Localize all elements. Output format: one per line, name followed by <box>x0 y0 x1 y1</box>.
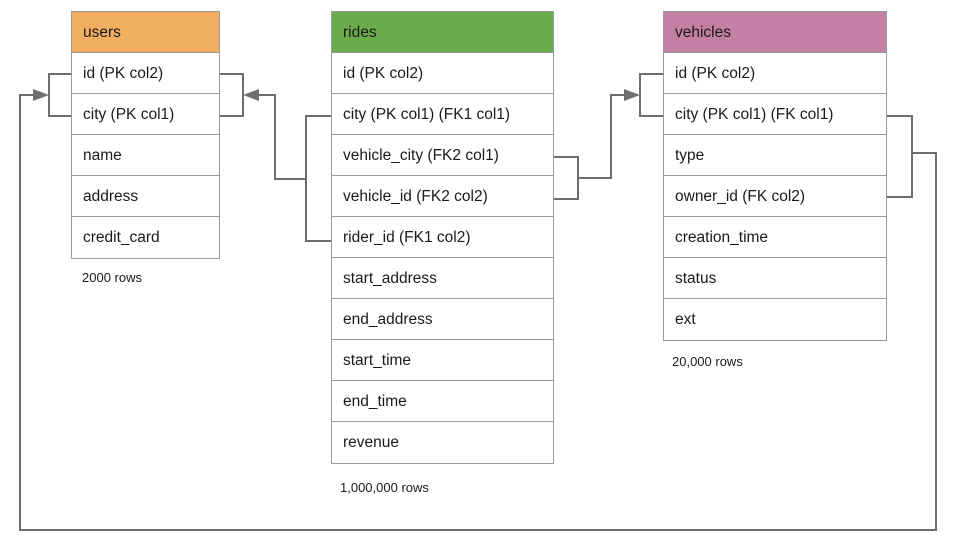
table-vehicles[interactable]: vehicles id (PK col2) city (PK col1) (FK… <box>663 11 887 341</box>
table-users-column-address: address <box>72 176 219 217</box>
table-users-row-count: 2000 rows <box>82 270 142 285</box>
table-vehicles-column-owner-id: owner_id (FK col2) <box>664 176 886 217</box>
table-rides-title: rides <box>332 12 553 53</box>
table-rides-column-start-time: start_time <box>332 340 553 381</box>
table-rides-column-vehicle-city: vehicle_city (FK2 col1) <box>332 135 553 176</box>
table-vehicles-column-type: type <box>664 135 886 176</box>
table-vehicles-title: vehicles <box>664 12 886 53</box>
table-users[interactable]: users id (PK col2) city (PK col1) name a… <box>71 11 220 259</box>
table-vehicles-column-creation-time: creation_time <box>664 217 886 258</box>
table-users-title: users <box>72 12 219 53</box>
table-rides-column-start-address: start_address <box>332 258 553 299</box>
table-rides-column-vehicle-id: vehicle_id (FK2 col2) <box>332 176 553 217</box>
table-vehicles-column-id: id (PK col2) <box>664 53 886 94</box>
table-users-column-name: name <box>72 135 219 176</box>
table-rides[interactable]: rides id (PK col2) city (PK col1) (FK1 c… <box>331 11 554 464</box>
table-vehicles-column-city: city (PK col1) (FK col1) <box>664 94 886 135</box>
table-rides-column-end-address: end_address <box>332 299 553 340</box>
users-left-bracket <box>48 73 71 117</box>
table-rides-column-rider-id: rider_id (FK1 col2) <box>332 217 553 258</box>
table-users-column-id: id (PK col2) <box>72 53 219 94</box>
rides-fk2-bracket <box>554 156 579 200</box>
table-vehicles-row-count: 20,000 rows <box>672 354 743 369</box>
table-rides-column-id: id (PK col2) <box>332 53 553 94</box>
table-users-column-city: city (PK col1) <box>72 94 219 135</box>
rides-fk1-to-users-link <box>250 94 306 180</box>
vehicles-fk-bracket <box>887 115 913 198</box>
table-rides-column-end-time: end_time <box>332 381 553 422</box>
table-rides-column-city: city (PK col1) (FK1 col1) <box>332 94 553 135</box>
table-rides-row-count: 1,000,000 rows <box>340 480 429 495</box>
vehicles-left-bracket <box>639 73 663 117</box>
rides-fk2-to-vehicles-arrowhead <box>624 89 640 101</box>
table-rides-column-revenue: revenue <box>332 422 553 463</box>
vehicles-fk-to-users-arrowhead <box>33 89 49 101</box>
rides-fk2-to-vehicles-link <box>578 94 633 179</box>
users-right-bracket <box>220 73 244 117</box>
table-vehicles-column-status: status <box>664 258 886 299</box>
table-users-column-credit-card: credit_card <box>72 217 219 258</box>
table-vehicles-column-ext: ext <box>664 299 886 340</box>
rides-fk1-bracket <box>305 115 331 242</box>
rides-fk1-to-users-arrowhead <box>243 89 259 101</box>
